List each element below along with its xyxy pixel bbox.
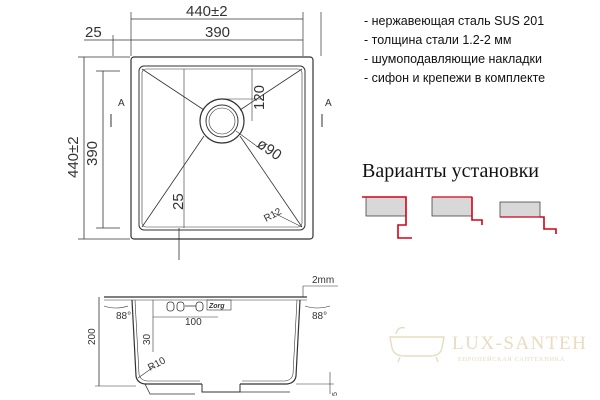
install-variant-overmount [362,196,412,239]
top-view [78,12,323,260]
dim-inner-offset: 25 [170,193,187,210]
dim-angle-right: 88° [312,311,327,322]
dim-offset-30: 30 [142,333,153,345]
mounting-clips [166,301,204,312]
dim-angle-left: 88° [116,311,131,322]
dim-bottom: 5 [332,392,339,396]
dim-depth: 200 [87,328,98,345]
install-variants-title: Варианты установки [362,160,539,182]
dim-offset-100: 100 [185,317,202,328]
dim-radius: R10 [146,355,168,374]
install-variant-undermount [499,201,557,234]
dim-width-inner: 390 [205,24,230,41]
install-variants [362,196,557,239]
feature-item: - сифон и крепежи в комплекте [364,71,546,85]
feature-item: - нержавеющая сталь SUS 201 [364,14,545,28]
section-view-dimensions: 2mm 88° 88° 200 30 100 R10 Zorg 5 [87,275,339,396]
dim-drain-offset: 120 [251,85,268,110]
feature-list: - нержавеющая сталь SUS 201 - толщина ст… [364,12,545,88]
install-variant-flush [431,196,483,225]
feature-item: - толщина стали 1.2-2 мм [364,33,512,47]
dim-drain-diameter: ø90 [254,135,285,164]
dim-width-total: 440±2 [186,3,228,20]
dim-thickness: 2mm [312,275,334,286]
section-mark-left: A [118,98,125,109]
brand-watermark: LUX-SANTEH [452,333,588,354]
bathtub-icon [389,326,445,363]
dim-corner-radius: R12 [262,206,284,225]
zorg-logo: Zorg [208,303,225,310]
top-view-dimensions: 440±2 390 25 440±2 390 A A 120 ø90 25 R1… [65,3,332,225]
section-mark-right: A [325,98,332,109]
dim-height-total: 440±2 [65,136,82,178]
feature-item: - шумоподавляющие накладки [364,52,542,66]
section-view [95,285,338,395]
brand-tagline: ЕВРОПЕЙСКАЯ САНТЕХНИКА [458,356,566,363]
dim-height-inner: 390 [84,141,101,166]
dim-rim: 25 [85,24,102,41]
